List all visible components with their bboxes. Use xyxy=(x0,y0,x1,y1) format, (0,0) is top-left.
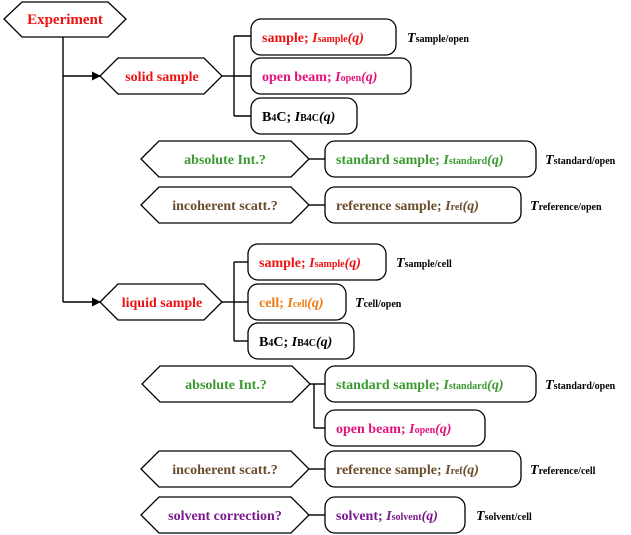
liquid-sample-transmission: Tsample/cell xyxy=(396,256,452,271)
liquid-cell-label: cell; Icell(q) xyxy=(259,296,324,311)
solvent-correction-label: solvent correction? xyxy=(168,509,282,524)
solid-sample-measurement: sample; Isample(q) xyxy=(250,18,397,56)
experiment-node: Experiment xyxy=(3,1,127,38)
solid-open-beam-label: open beam; Iopen(q) xyxy=(262,70,377,85)
liquid-cell-measurement: cell; Icell(q) xyxy=(247,283,347,321)
solid-absolute-int-node: absolute Int.? xyxy=(140,140,310,178)
liquid-open-beam-label: open beam; Iopen(q) xyxy=(336,422,451,437)
liquid-sample-label: liquid sample xyxy=(122,296,203,311)
solid-sample-node: solid sample xyxy=(99,57,223,95)
liquid-cell-transmission: Tcell/open xyxy=(355,296,402,311)
solid-b4c-measurement: B4C; IB4C(q) xyxy=(250,97,358,135)
solid-reference-transmission: Treference/open xyxy=(530,199,602,214)
liquid-sample-node: liquid sample xyxy=(99,283,223,321)
solid-reference-sample-measurement: reference sample; Iref(q) xyxy=(324,186,522,224)
liquid-incoherent-node: incoherent scatt.? xyxy=(140,450,310,488)
solid-incoherent-node: incoherent scatt.? xyxy=(140,186,310,224)
solid-sample-transmission: Tsample/open xyxy=(407,31,469,46)
liquid-absolute-int-node: absolute Int.? xyxy=(141,365,311,403)
solvent-measurement: solvent; Isolvent(q) xyxy=(324,496,466,534)
liquid-incoherent-label: incoherent scatt.? xyxy=(172,463,278,478)
solvent-correction-node: solvent correction? xyxy=(140,496,310,534)
solid-absolute-int-label: absolute Int.? xyxy=(184,153,266,168)
solid-standard-sample-measurement: standard sample; Istandard(q) xyxy=(324,140,537,178)
solid-sample-measurement-label: sample; Isample(q) xyxy=(262,31,364,46)
liquid-sample-measurement: sample; Isample(q) xyxy=(247,243,387,281)
liquid-standard-sample-label: standard sample; Istandard(q) xyxy=(336,378,504,393)
solid-sample-label: solid sample xyxy=(125,70,199,85)
solvent-label: solvent; Isolvent(q) xyxy=(336,509,438,524)
liquid-reference-sample-label: reference sample; Iref(q) xyxy=(336,463,479,478)
liquid-open-beam-measurement: open beam; Iopen(q) xyxy=(324,409,486,447)
solid-b4c-label: B4C; IB4C(q) xyxy=(262,110,335,125)
solid-reference-sample-label: reference sample; Iref(q) xyxy=(336,199,479,214)
experiment-label: Experiment xyxy=(27,12,103,28)
liquid-reference-transmission: Treference/cell xyxy=(530,463,596,478)
liquid-standard-transmission: Tstandard/open xyxy=(545,378,616,393)
connectors xyxy=(62,35,325,516)
liquid-b4c-measurement: B4C; IB4C(q) xyxy=(247,322,355,360)
liquid-absolute-int-label: absolute Int.? xyxy=(185,378,267,393)
solvent-transmission: Tsolvent/cell xyxy=(476,509,532,524)
liquid-reference-sample-measurement: reference sample; Iref(q) xyxy=(324,450,522,488)
solid-incoherent-label: incoherent scatt.? xyxy=(172,199,278,214)
liquid-standard-sample-measurement: standard sample; Istandard(q) xyxy=(324,365,537,403)
liquid-sample-measurement-label: sample; Isample(q) xyxy=(259,256,361,271)
liquid-b4c-label: B4C; IB4C(q) xyxy=(259,335,332,350)
solid-open-beam-measurement: open beam; Iopen(q) xyxy=(250,57,412,95)
solid-standard-sample-label: standard sample; Istandard(q) xyxy=(336,153,504,168)
solid-standard-transmission: Tstandard/open xyxy=(545,153,616,168)
